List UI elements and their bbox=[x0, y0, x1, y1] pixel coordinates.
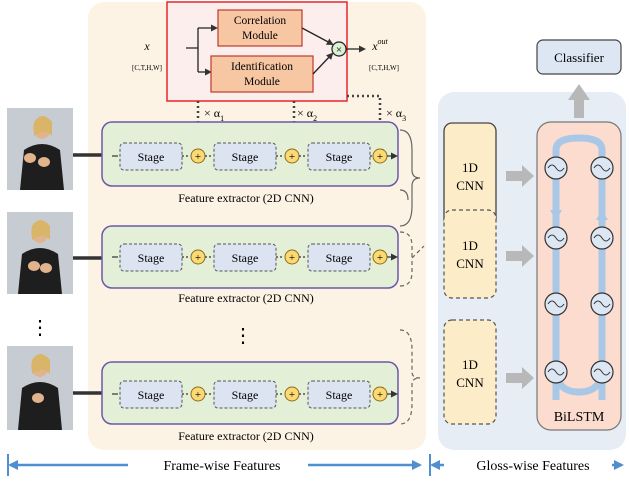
stage-box bbox=[119, 380, 183, 409]
feature-extractor-caption: Feature extractor (2D CNN) bbox=[178, 191, 314, 205]
stage-label: Stage bbox=[138, 150, 165, 164]
stage-label: Stage bbox=[138, 251, 165, 265]
feature-extractor-3: Stage + Stage + Stage + Feature extracto… bbox=[101, 361, 399, 443]
svg-text:+: + bbox=[377, 252, 383, 264]
stage-box bbox=[307, 243, 371, 272]
stage-box bbox=[213, 380, 277, 409]
cnn1d-1: 1D CNN bbox=[443, 122, 497, 228]
svg-text:+: + bbox=[377, 389, 383, 401]
svg-text:CNN: CNN bbox=[456, 256, 484, 271]
alpha-2-label: × α2 bbox=[297, 106, 317, 123]
bilstm-block: BiLSTM bbox=[536, 121, 622, 431]
stage-box bbox=[307, 380, 371, 409]
stage-box bbox=[119, 243, 183, 272]
svg-text:CNN: CNN bbox=[456, 178, 484, 193]
correlation-module-line2: Module bbox=[242, 30, 278, 42]
stage-label: Stage bbox=[232, 388, 259, 402]
identification-module-line1: Identification bbox=[231, 61, 293, 73]
extractors-ellipsis: ⋮ bbox=[233, 325, 253, 347]
svg-text:+: + bbox=[289, 252, 295, 264]
alpha-3-label: × α3 bbox=[386, 106, 406, 123]
svg-text:1D: 1D bbox=[462, 238, 478, 253]
stage-box bbox=[119, 142, 183, 171]
cnn1d-2: 1D CNN bbox=[443, 209, 497, 299]
correlation-module bbox=[217, 9, 303, 47]
gloss-wise-label: Gloss-wise Features bbox=[476, 459, 589, 474]
alpha-1-label: × α1 bbox=[204, 106, 224, 123]
svg-text:+: + bbox=[195, 151, 201, 163]
correlation-module-line1: Correlation bbox=[234, 15, 287, 27]
svg-text:1D: 1D bbox=[462, 357, 478, 372]
stage-box bbox=[213, 142, 277, 171]
identification-module-line2: Module bbox=[244, 76, 280, 88]
feature-extractor-caption: Feature extractor (2D CNN) bbox=[178, 429, 314, 443]
stage-label: Stage bbox=[138, 388, 165, 402]
bilstm-label: BiLSTM bbox=[554, 410, 605, 425]
svg-text:+: + bbox=[289, 389, 295, 401]
svg-text:+: + bbox=[289, 151, 295, 163]
identification-module bbox=[210, 55, 314, 93]
frame-wise-label: Frame-wise Features bbox=[163, 459, 280, 474]
cnn-to-bilstm-arrows bbox=[506, 84, 590, 389]
stage-label: Stage bbox=[326, 388, 353, 402]
classifier-box bbox=[536, 39, 622, 75]
stage-label: Stage bbox=[232, 150, 259, 164]
svg-text:+: + bbox=[195, 252, 201, 264]
bottom-labels: Frame-wise Features Gloss-wise Features bbox=[7, 454, 624, 476]
svg-text:1D: 1D bbox=[462, 160, 478, 175]
svg-text:CNN: CNN bbox=[456, 375, 484, 390]
output-variable: xout bbox=[371, 37, 388, 53]
multiply-symbol: × bbox=[336, 44, 342, 56]
svg-text:+: + bbox=[377, 151, 383, 163]
input-variable: x bbox=[143, 39, 150, 53]
input-frame-1 bbox=[7, 108, 73, 190]
grouping-braces bbox=[399, 129, 425, 425]
svg-text:+: + bbox=[195, 389, 201, 401]
feature-extractor-2: Stage + Stage + Stage + Feature extracto… bbox=[101, 225, 399, 305]
attention-block: x [C,T,H,W] Correlation Module Identific… bbox=[132, 1, 399, 102]
stage-box bbox=[307, 142, 371, 171]
feature-extractor-1: Stage + Stage + Stage + Feature extracto… bbox=[101, 121, 399, 205]
input-shape: [C,T,H,W] bbox=[132, 64, 162, 72]
stage-label: Stage bbox=[326, 150, 353, 164]
output-shape: [C,T,H,W] bbox=[369, 64, 399, 72]
stage-label: Stage bbox=[232, 251, 259, 265]
input-frame-2 bbox=[7, 212, 73, 294]
input-frame-3 bbox=[7, 346, 73, 430]
stage-label: Stage bbox=[326, 251, 353, 265]
classifier-label: Classifier bbox=[554, 50, 604, 65]
frames-ellipsis: ⋮ bbox=[30, 317, 50, 339]
stage-box bbox=[213, 243, 277, 272]
feature-extractor-caption: Feature extractor (2D CNN) bbox=[178, 291, 314, 305]
cnn1d-3: 1D CNN bbox=[443, 319, 497, 425]
